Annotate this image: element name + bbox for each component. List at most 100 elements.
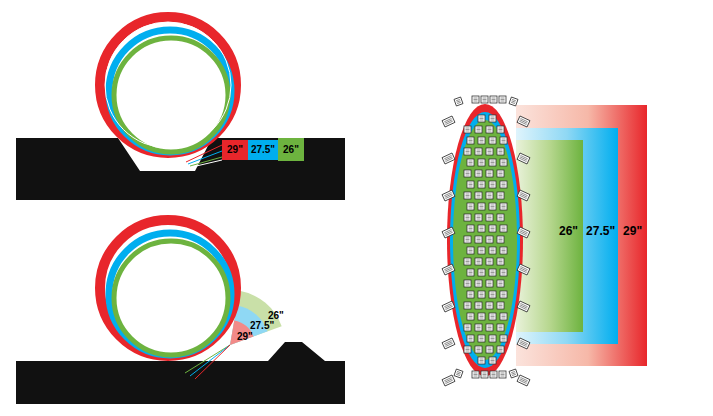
tread-blocks xyxy=(442,96,530,386)
tread-block xyxy=(472,96,479,103)
tread-block xyxy=(486,214,493,221)
tread-block xyxy=(442,375,455,386)
tread-block xyxy=(500,313,507,320)
tread-block xyxy=(478,137,485,144)
tread-block xyxy=(490,371,497,378)
tread-block xyxy=(497,214,504,221)
tread-block xyxy=(489,203,496,210)
wheel xyxy=(100,220,236,356)
tread-block xyxy=(467,291,474,298)
tread-block xyxy=(464,258,471,265)
tread-block xyxy=(489,159,496,166)
tread-block xyxy=(464,302,471,309)
tread-block xyxy=(486,324,493,331)
tread-block xyxy=(454,369,463,378)
tread-block xyxy=(517,116,530,127)
angle-label: 26" xyxy=(268,311,284,321)
tread-block xyxy=(500,137,507,144)
tread-block xyxy=(486,302,493,309)
tread-block xyxy=(497,126,504,133)
size-label: 27.5" xyxy=(586,225,615,237)
tread-block xyxy=(478,181,485,188)
tread-block xyxy=(467,247,474,254)
tread-block xyxy=(464,126,471,133)
tread-block xyxy=(478,203,485,210)
tread-block xyxy=(467,335,474,342)
tread-block xyxy=(467,137,474,144)
tread-block xyxy=(478,269,485,276)
tread-block xyxy=(500,159,507,166)
tread-block xyxy=(497,192,504,199)
tread-block xyxy=(478,247,485,254)
tread-block xyxy=(464,214,471,221)
tread-block xyxy=(442,264,455,275)
tread-block xyxy=(454,97,463,106)
tread-block xyxy=(475,236,482,243)
tread-block xyxy=(464,346,471,353)
tread-block xyxy=(486,346,493,353)
tread-block xyxy=(475,258,482,265)
tread-block xyxy=(442,227,455,238)
tread-block xyxy=(517,190,530,201)
tread-block xyxy=(500,225,507,232)
tread-block xyxy=(517,301,530,312)
tread-block xyxy=(467,203,474,210)
tread-block xyxy=(486,192,493,199)
tread-block xyxy=(486,148,493,155)
tread-block xyxy=(497,324,504,331)
tread-block xyxy=(475,324,482,331)
tread-block xyxy=(486,236,493,243)
tread-block xyxy=(475,302,482,309)
tread-block xyxy=(464,236,471,243)
tread-block xyxy=(509,97,518,106)
tread-block xyxy=(489,181,496,188)
tread-block xyxy=(442,116,455,127)
angle-label: 27.5" xyxy=(250,321,274,331)
tread-block xyxy=(475,346,482,353)
tread-block xyxy=(478,291,485,298)
size-label: 29" xyxy=(227,145,243,155)
tread-block xyxy=(489,225,496,232)
size-box: 26" xyxy=(278,138,304,161)
tread-block xyxy=(478,159,485,166)
tread-block xyxy=(499,96,506,103)
tread-block xyxy=(489,335,496,342)
tread-block xyxy=(464,148,471,155)
tread-block xyxy=(467,181,474,188)
tread-block xyxy=(500,203,507,210)
tread-block xyxy=(500,181,507,188)
tread-block xyxy=(475,170,482,177)
tread-block xyxy=(467,159,474,166)
tread-block xyxy=(489,313,496,320)
size-box: 29" xyxy=(222,140,248,160)
size-label: 27.5" xyxy=(251,145,275,155)
tread-block xyxy=(464,280,471,287)
tread-block xyxy=(475,192,482,199)
size-label: 26" xyxy=(283,145,299,155)
tread-block xyxy=(475,280,482,287)
tread-block xyxy=(500,269,507,276)
tread-block xyxy=(500,291,507,298)
footprint-band: 29"27.5"26" xyxy=(516,105,647,366)
tread-block xyxy=(489,247,496,254)
size-box: 27.5" xyxy=(248,140,278,160)
tread-block xyxy=(481,371,488,378)
tread-block xyxy=(475,148,482,155)
tread-block xyxy=(517,375,530,386)
tread-block xyxy=(486,280,493,287)
tread-block xyxy=(486,170,493,177)
tread-block xyxy=(467,269,474,276)
tread-block xyxy=(509,369,518,378)
tread-block xyxy=(497,236,504,243)
tread-block xyxy=(442,301,455,312)
tread-block xyxy=(517,153,530,164)
tread-block xyxy=(497,170,504,177)
angle-label: 29" xyxy=(237,332,253,342)
tread-block xyxy=(497,302,504,309)
tread-block xyxy=(464,324,471,331)
tread-block xyxy=(478,115,485,122)
tread-block xyxy=(489,115,496,122)
tread-block xyxy=(517,338,530,349)
